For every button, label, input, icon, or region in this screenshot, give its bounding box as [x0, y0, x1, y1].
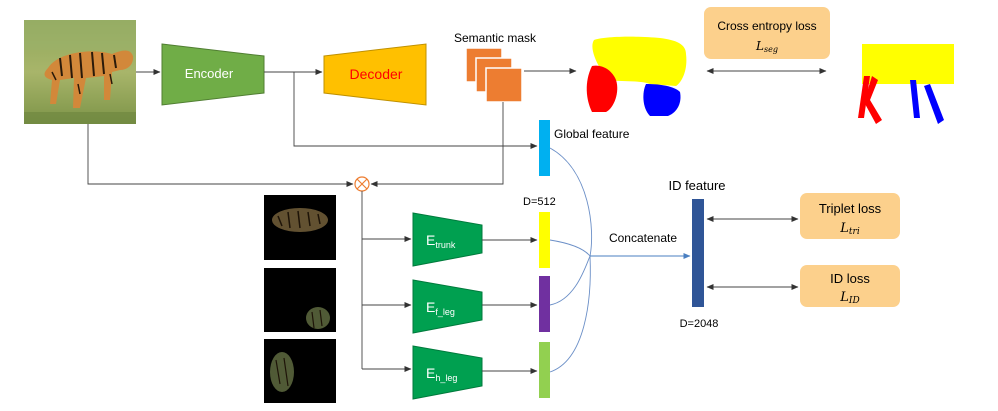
cross-entropy-loss-title: Cross entropy loss: [717, 19, 816, 33]
triplet-loss-symbol: Ltri: [839, 221, 860, 237]
masked-hind-leg-image: [264, 339, 336, 403]
concatenate-label: Concatenate: [609, 231, 677, 245]
decoder-block: [323, 43, 427, 106]
f-leg-feature-bar: [539, 276, 550, 332]
concatenate-curves: [549, 147, 691, 373]
trunk-feature-bar: [539, 212, 550, 268]
predicted-mask: [586, 36, 687, 116]
id-feature-bar: [692, 199, 704, 307]
encoder-label: Encoder: [185, 66, 234, 81]
global-feature-bar: [539, 120, 550, 176]
semantic-mask-label: Semantic mask: [454, 31, 537, 45]
global-feature-label: Global feature: [554, 127, 630, 141]
branch-encoder-h-leg: [412, 345, 483, 400]
ground-truth-mask: [858, 44, 954, 124]
branch-encoder-f-leg: [412, 279, 483, 334]
connector-lines: [87, 68, 827, 374]
branch-h-leg-label: Eh_leg: [426, 365, 457, 383]
triplet-loss-title: Triplet loss: [819, 201, 882, 216]
decoder-label: Decoder: [350, 66, 403, 82]
cross-entropy-loss-box: [704, 7, 830, 59]
seg-loss-symbol: Lseg: [755, 39, 778, 54]
multiply-operator: [354, 176, 370, 192]
id-loss-box: [800, 265, 900, 307]
semantic-mask-stack: [465, 47, 523, 103]
triplet-loss-box: [800, 193, 900, 239]
h-leg-feature-bar: [539, 342, 550, 398]
branch-f-leg-label: Ef_leg: [426, 299, 455, 317]
id-feature-label: ID feature: [668, 178, 725, 193]
input-tiger-image: [24, 20, 136, 124]
branch-trunk-label: Etrunk: [426, 232, 456, 250]
id-loss-symbol: LID: [839, 290, 859, 306]
masked-trunk-image: [264, 195, 336, 260]
id-loss-title: ID loss: [830, 271, 870, 286]
branch-encoder-trunk: [412, 212, 483, 267]
masked-front-leg-image: [264, 268, 336, 332]
id-feature-dim: D=2048: [680, 318, 719, 330]
global-feature-dim: D=512: [523, 196, 556, 208]
encoder-block: [161, 43, 265, 106]
